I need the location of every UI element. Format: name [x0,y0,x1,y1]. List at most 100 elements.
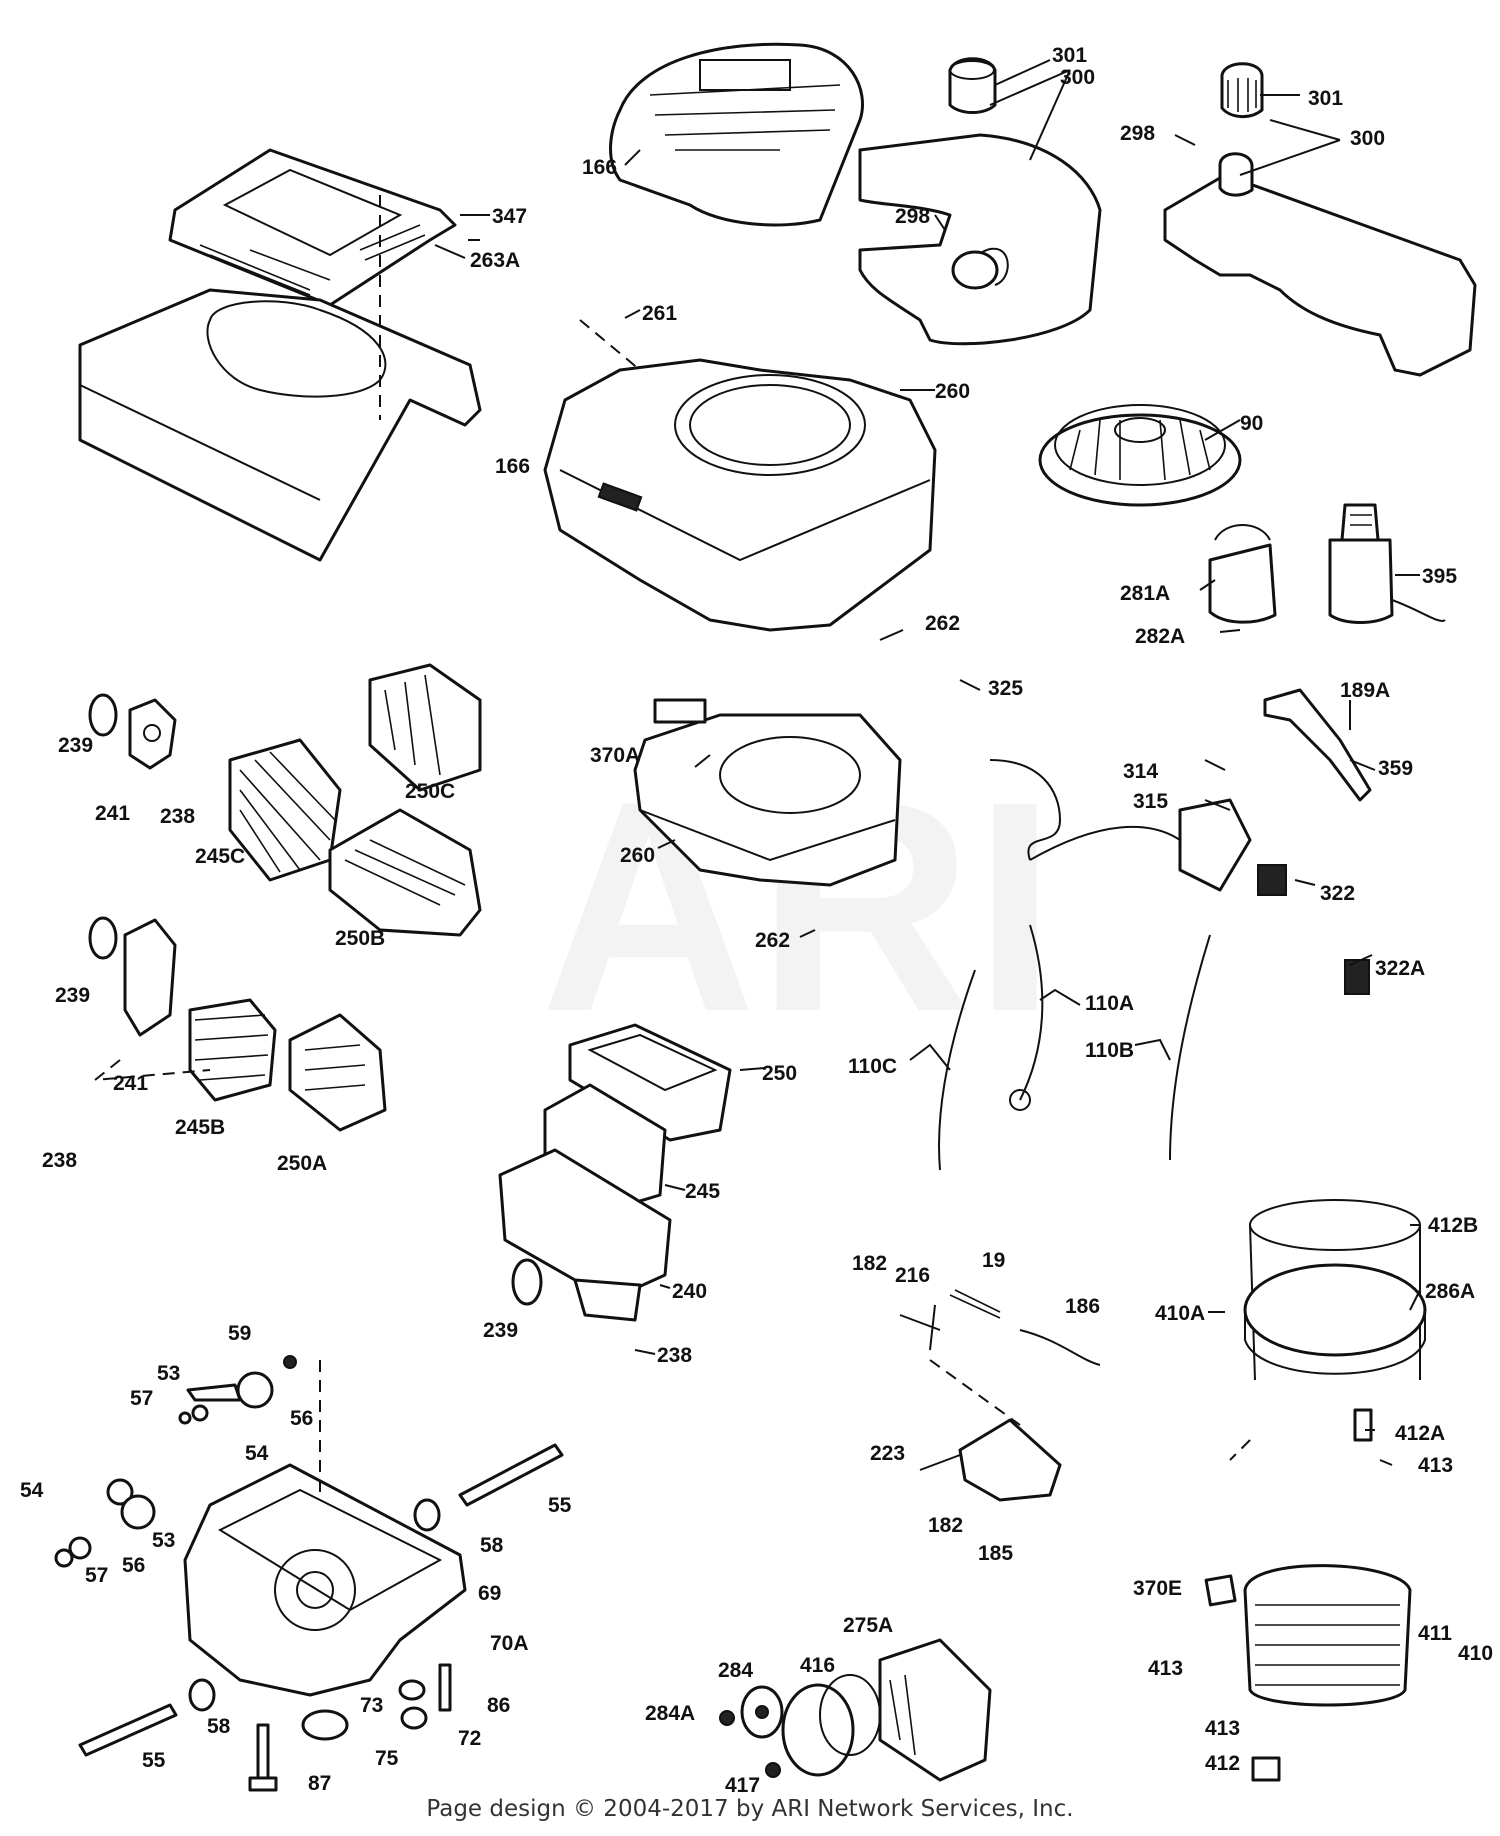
label-185: 185 [978,1542,1013,1565]
label-245: 245 [685,1180,720,1203]
label-189A: 189A [1340,679,1390,702]
part-411-filter [1243,1564,1412,1707]
part-70A-crankcase-cover [183,1463,467,1697]
label-410A: 410A [1155,1302,1205,1325]
label-59: 59 [228,1322,251,1345]
part-245B-filter [188,998,277,1102]
label-73: 73 [360,1694,383,1717]
label-298-a: 298 [1120,122,1155,145]
label-413-c: 413 [1205,1717,1240,1740]
part-166-upper-shroud [609,42,864,227]
label-166-b: 166 [495,455,530,478]
label-262-b: 262 [755,929,790,952]
part-110C-wire [938,969,976,1171]
label-110C: 110C [848,1055,897,1078]
label-413-b: 413 [1148,1657,1183,1680]
label-281A: 281A [1120,582,1170,605]
label-19: 19 [982,1249,1005,1272]
label-413-a: 413 [1418,1454,1453,1477]
part-fuel-tank-left [858,57,1102,346]
label-216: 216 [895,1264,930,1287]
label-262-a: 262 [925,612,960,635]
label-416: 416 [800,1654,835,1677]
label-239-c: 239 [483,1319,518,1342]
label-250C: 250C [405,780,455,803]
label-370A: 370A [590,744,640,767]
label-325: 325 [988,677,1023,700]
label-55-a: 55 [548,1494,572,1517]
label-54-b: 54 [20,1479,44,1502]
part-gear-set-upper [178,1355,297,1425]
part-87-bolt [248,1723,278,1792]
part-72-plug [400,1706,428,1730]
label-417: 417 [725,1774,760,1797]
label-54-a: 54 [245,1442,269,1465]
label-410: 410 [1458,1642,1493,1665]
label-223: 223 [870,1442,905,1465]
part-240-base [498,1148,672,1322]
part-370E-label [1204,1574,1237,1607]
label-275A: 275A [843,1614,893,1637]
label-166-a: 166 [582,156,617,179]
label-315: 315 [1133,790,1168,813]
part-86-bolt [438,1663,452,1712]
label-239-b: 239 [55,984,90,1007]
label-412: 412 [1205,1752,1240,1775]
label-110A: 110A [1085,992,1134,1015]
label-359: 359 [1378,757,1413,780]
part-315-switch-wiring [989,759,1370,995]
label-238-c: 238 [657,1344,692,1367]
part-55-shaft-upper [458,1443,564,1507]
label-298-b: 298 [895,205,930,228]
label-245C: 245C [195,845,245,868]
label-300-b: 300 [1350,127,1385,150]
part-239-gasket-3 [511,1258,543,1306]
label-284: 284 [718,1659,753,1682]
part-250A-cover [288,1013,387,1132]
label-322: 322 [1320,882,1355,905]
label-260-a: 260 [935,380,970,403]
label-314: 314 [1123,760,1158,783]
label-412A: 412A [1395,1422,1445,1445]
label-87: 87 [308,1772,331,1795]
label-57-a: 57 [130,1387,153,1410]
part-110A-wire [1009,924,1044,1111]
label-284A: 284A [645,1702,695,1725]
part-416-screen [781,1674,881,1777]
label-182-b: 182 [928,1514,963,1537]
label-411: 411 [1418,1622,1452,1645]
label-186: 186 [1065,1295,1100,1318]
label-58-a: 58 [480,1534,504,1557]
label-395: 395 [1422,565,1457,588]
part-241-base-2 [123,918,177,1037]
part-90-flywheel [1038,404,1242,507]
part-labels: 301 300 301 298 300 166 347 298 263A 261… [20,44,1493,1797]
label-301-a: 301 [1052,44,1087,67]
label-86: 86 [487,1694,510,1717]
label-55-b: 55 [142,1749,166,1772]
part-263A-air-cleaner-cover [168,148,457,307]
label-241-a: 241 [95,802,130,825]
label-412B: 412B [1428,1214,1478,1237]
label-238-a: 238 [160,805,195,828]
label-182-a: 182 [852,1252,887,1275]
part-250-cover [568,1023,732,1142]
label-57-b: 57 [85,1564,108,1587]
part-260-blower-housing [543,358,937,632]
label-300-a: 300 [1060,66,1095,89]
part-275A-muffler [878,1638,992,1782]
label-282A: 282A [1135,625,1185,648]
label-263A: 263A [470,249,520,272]
label-370E: 370E [1133,1577,1182,1600]
label-261: 261 [642,302,677,325]
part-245C-filter [228,738,342,882]
part-412A-clip [1353,1408,1373,1442]
label-301-b: 301 [1308,87,1343,110]
part-284A-screw [719,1710,735,1726]
leader-lines [434,59,1421,1466]
part-gear-set-lower [54,1478,156,1568]
part-73-washer [398,1679,426,1701]
label-90: 90 [1240,412,1263,435]
part-75-seal [301,1709,349,1741]
